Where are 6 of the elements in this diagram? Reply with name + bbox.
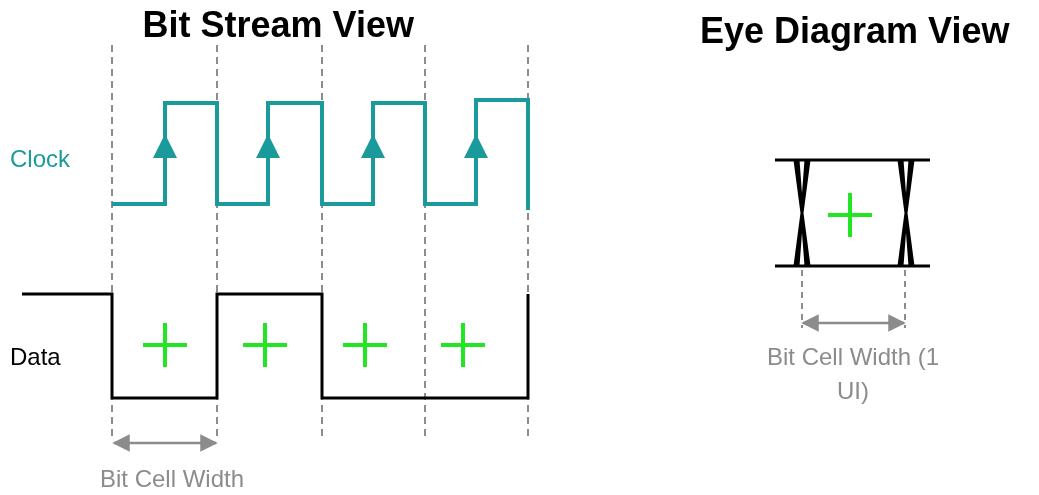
dimension-label: Bit Cell Width (1 UI) bbox=[765, 342, 940, 406]
view-title: Eye Diagram View bbox=[700, 10, 1010, 52]
signal-label: Data bbox=[10, 343, 61, 371]
signal-label: Clock bbox=[10, 145, 70, 173]
dimension-label: Bit Cell Width bbox=[100, 465, 245, 493]
view-title: Bit Stream View bbox=[142, 4, 414, 46]
